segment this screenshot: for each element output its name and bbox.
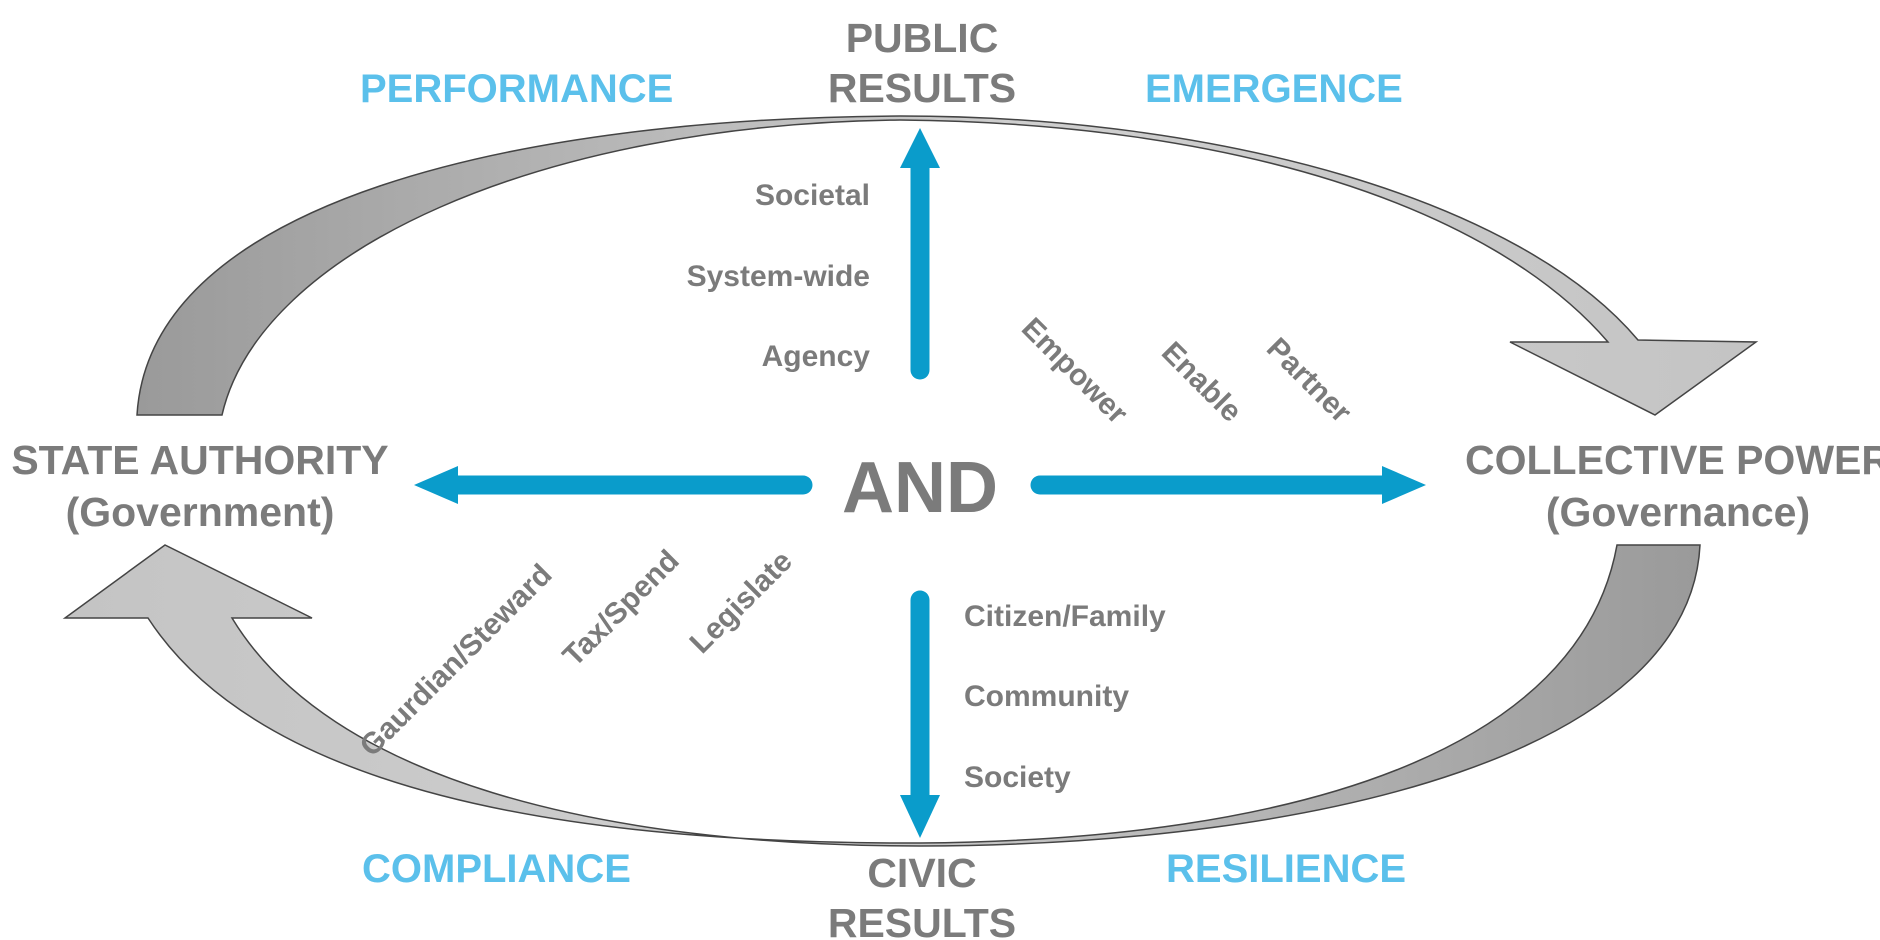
diagonal-label-legislate: Legislate bbox=[684, 545, 799, 660]
top-axis-label: System-wide bbox=[687, 260, 870, 293]
top-axis-label: Agency bbox=[762, 340, 871, 373]
axis-arrows bbox=[414, 128, 1426, 838]
node-top-line1: PUBLIC bbox=[846, 15, 999, 61]
center-label: AND bbox=[842, 448, 998, 528]
quadrant-labels: PERFORMANCE EMERGENCE COMPLIANCE RESILIE… bbox=[360, 67, 1406, 891]
bottom-axis-label: Society bbox=[964, 761, 1071, 794]
diagonal-label-partner: Partner bbox=[1260, 332, 1358, 430]
node-labels: PUBLIC RESULTS CIVIC RESULTS STATE AUTHO… bbox=[11, 15, 1880, 940]
bottom-axis-label: Community bbox=[964, 680, 1129, 713]
node-right-line2: (Governance) bbox=[1546, 489, 1810, 535]
diagonal-label-tax-spend: Tax/Spend bbox=[557, 544, 686, 673]
bottom-axis-label: Citizen/Family bbox=[964, 600, 1166, 633]
top-axis-labels: Societal System-wide Agency bbox=[687, 179, 871, 373]
diagonal-label-empower: Empower bbox=[1015, 312, 1134, 431]
left-diagonal-labels: Gaurdian/Steward Tax/Spend Legislate bbox=[354, 544, 799, 763]
quadrant-top-left: PERFORMANCE bbox=[360, 67, 673, 111]
right-arrow-head bbox=[1382, 466, 1426, 504]
node-bottom-line2: RESULTS bbox=[828, 900, 1016, 940]
node-top-line2: RESULTS bbox=[828, 65, 1016, 111]
cycle-arrow-top bbox=[136, 115, 1759, 416]
top-axis-label: Societal bbox=[755, 179, 870, 212]
right-diagonal-labels: Empower Enable Partner bbox=[1015, 312, 1358, 431]
diagonal-label-enable: Enable bbox=[1155, 336, 1248, 429]
left-arrow-head bbox=[414, 466, 458, 504]
up-arrow-head bbox=[900, 128, 940, 168]
quadrant-top-right: EMERGENCE bbox=[1145, 67, 1403, 111]
diagonal-label-guardian: Gaurdian/Steward bbox=[354, 558, 559, 763]
quadrant-bottom-right: RESILIENCE bbox=[1166, 847, 1406, 891]
node-left-line2: (Government) bbox=[66, 489, 335, 535]
bottom-axis-labels: Citizen/Family Community Society bbox=[964, 600, 1166, 794]
node-right-line1: COLLECTIVE POWER bbox=[1465, 437, 1880, 483]
node-bottom-line1: CIVIC bbox=[867, 850, 976, 896]
quadrant-bottom-left: COMPLIANCE bbox=[362, 847, 631, 891]
down-arrow-head bbox=[900, 795, 940, 838]
cycle-arrow-bottom bbox=[62, 544, 1701, 847]
node-left-line1: STATE AUTHORITY bbox=[11, 437, 388, 483]
